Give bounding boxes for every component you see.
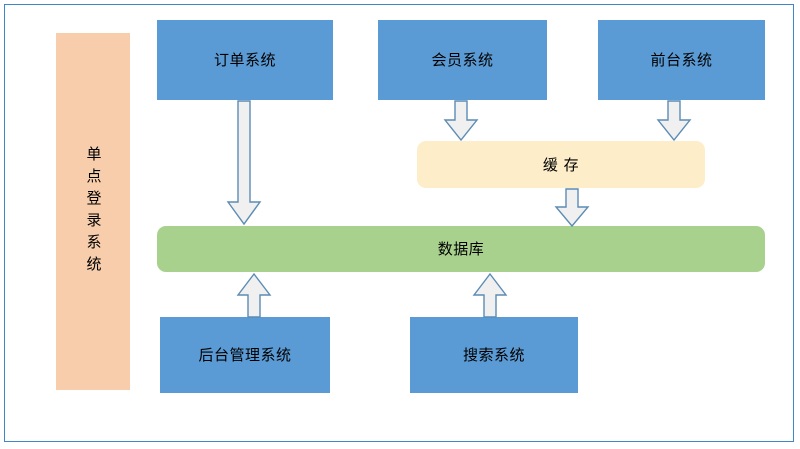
arrow-frontend-to-cache [656, 100, 692, 142]
node-cache[interactable]: 缓 存 [417, 141, 705, 188]
node-order-system-label: 订单系统 [213, 51, 276, 69]
node-search-system-label: 搜索系统 [462, 346, 525, 364]
node-database-label: 数据库 [437, 240, 485, 258]
node-admin-management-system[interactable]: 后台管理系统 [160, 317, 330, 393]
node-member-system[interactable]: 会员系统 [378, 20, 547, 100]
node-search-system[interactable]: 搜索系统 [410, 317, 578, 393]
node-frontend-system[interactable]: 前台系统 [598, 20, 765, 100]
node-database[interactable]: 数据库 [157, 226, 765, 272]
arrow-cache-to-database [554, 188, 590, 228]
arrow-admin-to-database [236, 272, 272, 318]
arrow-search-to-database [472, 272, 508, 318]
node-single-sign-on-system[interactable]: 单点登录系统 [56, 33, 130, 390]
node-cache-label: 缓 存 [542, 155, 580, 174]
node-order-system[interactable]: 订单系统 [157, 20, 333, 100]
arrow-order-to-database [226, 100, 262, 226]
arrow-member-to-cache [443, 100, 479, 142]
node-admin-management-system-label: 后台管理系统 [198, 346, 292, 364]
node-frontend-system-label: 前台系统 [650, 51, 713, 69]
node-member-system-label: 会员系统 [431, 51, 494, 69]
diagram-outer-frame [4, 4, 794, 442]
node-single-sign-on-system-label: 单点登录系统 [84, 145, 103, 278]
